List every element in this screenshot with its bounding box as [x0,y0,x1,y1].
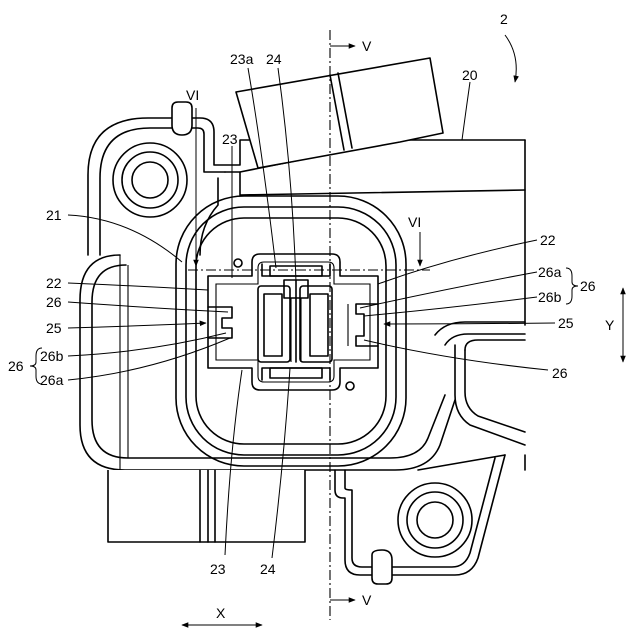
upper-block [236,58,443,168]
label-opening-left: 22 [46,275,62,291]
section-label-vi-left: VI [186,87,199,103]
tab-lower [372,550,392,584]
label-catch-group-left: 26 [8,358,24,374]
label-terminal-top: 23 [222,131,238,147]
label-catch-right-b: 26b [538,289,562,305]
label-catch-group-right: 26 [580,278,596,294]
connector-opening [208,254,378,390]
label-slot-left: 25 [46,320,62,336]
label-pin-bottom: 24 [260,561,276,577]
label-catch-left-a: 26a [40,372,64,388]
label-catch-right-lower: 26 [552,365,568,381]
label-catch-right-a: 26a [538,264,562,280]
section-label-v-bottom: V [362,592,372,608]
label-terminal-a: 23a [230,51,254,67]
label-catch-left-b: 26b [40,348,64,364]
section-label-vi-right: VI [408,214,421,230]
label-opening-right: 22 [540,232,556,248]
axis-label-y: Y [605,317,615,333]
tab-upper [172,102,192,135]
axis-label-x: X [216,605,226,621]
label-pin-top: 24 [266,51,282,67]
label-device: 2 [500,11,508,27]
label-housing: 20 [462,67,478,83]
section-label-v-top: V [362,38,372,54]
bolt-boss-upper [113,143,187,217]
label-terminal-bottom: 23 [210,561,226,577]
label-slot-right: 25 [558,315,574,331]
bolt-boss-lower [398,483,472,557]
label-mount: 21 [46,207,62,223]
label-catch-left-upper: 26 [46,294,62,310]
